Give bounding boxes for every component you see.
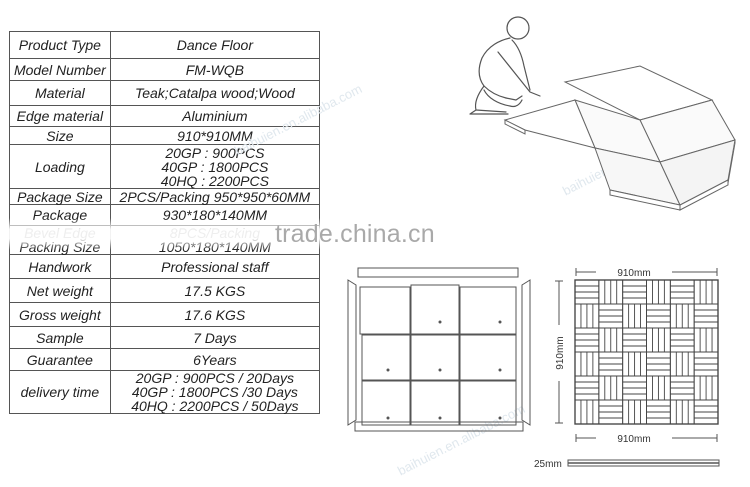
dimension-side-label: 910mm (555, 336, 566, 369)
floor-tile (410, 334, 460, 381)
edge-strip (521, 279, 531, 426)
floor-tile (361, 334, 411, 381)
spec-value-line: 40GP : 1800PCS (161, 158, 269, 175)
spec-row: Guarantee 6Years (9, 348, 321, 371)
spec-row: Gross weight 17.6 KGS (9, 302, 321, 327)
spec-value: Teak;Catalpa wood;Wood (109, 80, 321, 106)
watermark-text: trade.china.cn (275, 220, 435, 248)
floor-tile (361, 380, 411, 426)
exploded-floor-diagram (347, 267, 531, 432)
spec-value-line: 20GP : 900PCS (165, 144, 265, 161)
spec-value-line: 40HQ : 2200PCS (160, 172, 269, 189)
spec-value: 7 Days (109, 326, 321, 349)
spec-value-line: 20GP : 900PCS / 20Days (135, 370, 294, 386)
spec-value: 2PCS/Packing 950*950*60MM (109, 188, 321, 205)
floor-tile (459, 334, 517, 381)
spec-value: Dance Floor (109, 31, 321, 59)
floor-tile (459, 380, 517, 426)
spec-label: Edge material (9, 105, 111, 127)
spec-row: Material Teak;Catalpa wood;Wood (9, 80, 321, 106)
dimension-top-label: 910mm (617, 268, 650, 279)
spec-value-line: Professional staff (161, 258, 269, 275)
dimension-thickness-label: 25mm (534, 459, 562, 470)
spec-value-line: Teak;Catalpa wood;Wood (134, 85, 295, 101)
spec-value-line: FM-WQB (185, 61, 245, 78)
installer-person-illustration (469, 16, 541, 115)
floor-tile (410, 284, 460, 335)
spec-value-line: 6Years (193, 351, 237, 368)
floor-tile (459, 286, 517, 335)
floor-panels-illustration (503, 65, 736, 211)
spec-label: Loading (9, 144, 111, 189)
spec-value-line: 910*910MM (177, 127, 253, 144)
spec-value-line: 40HQ : 2200PCS / 50Days (131, 398, 299, 414)
spec-label: Net weight (9, 278, 111, 303)
spec-label: Handwork (9, 254, 111, 279)
spec-value-line: Dance Floor (176, 37, 253, 53)
spec-value-line: Aluminium (182, 108, 248, 124)
spec-value-line: 2PCS/Packing 950*950*60MM (119, 188, 311, 205)
spec-label: Product Type (9, 31, 111, 59)
dimension-bottom-label: 910mm (617, 434, 650, 445)
spec-value: 17.6 KGS (109, 302, 321, 327)
floor-tile (359, 286, 411, 335)
spec-row: Net weight 17.5 KGS (9, 278, 321, 303)
parquet-tile-diagram (555, 268, 720, 467)
spec-row: Product Type Dance Floor (9, 31, 321, 59)
spec-label: Material (9, 80, 111, 106)
spec-label: delivery time (9, 370, 111, 414)
spec-value-line: 7 Days (193, 329, 237, 346)
floor-tile (410, 380, 460, 426)
spec-row: Handwork Professional staff (9, 254, 321, 279)
spec-label: Gross weight (9, 302, 111, 327)
edge-strip (354, 421, 524, 432)
watermark-band (0, 218, 750, 250)
spec-value-line: 40GP : 1800PCS /30 Days (131, 384, 298, 400)
spec-value-line: 17.6 KGS (184, 306, 246, 323)
edge-strip (347, 279, 357, 426)
spec-label: Guarantee (9, 348, 111, 371)
spec-value-line: 17.5 KGS (184, 282, 246, 299)
edge-strip (357, 267, 519, 278)
